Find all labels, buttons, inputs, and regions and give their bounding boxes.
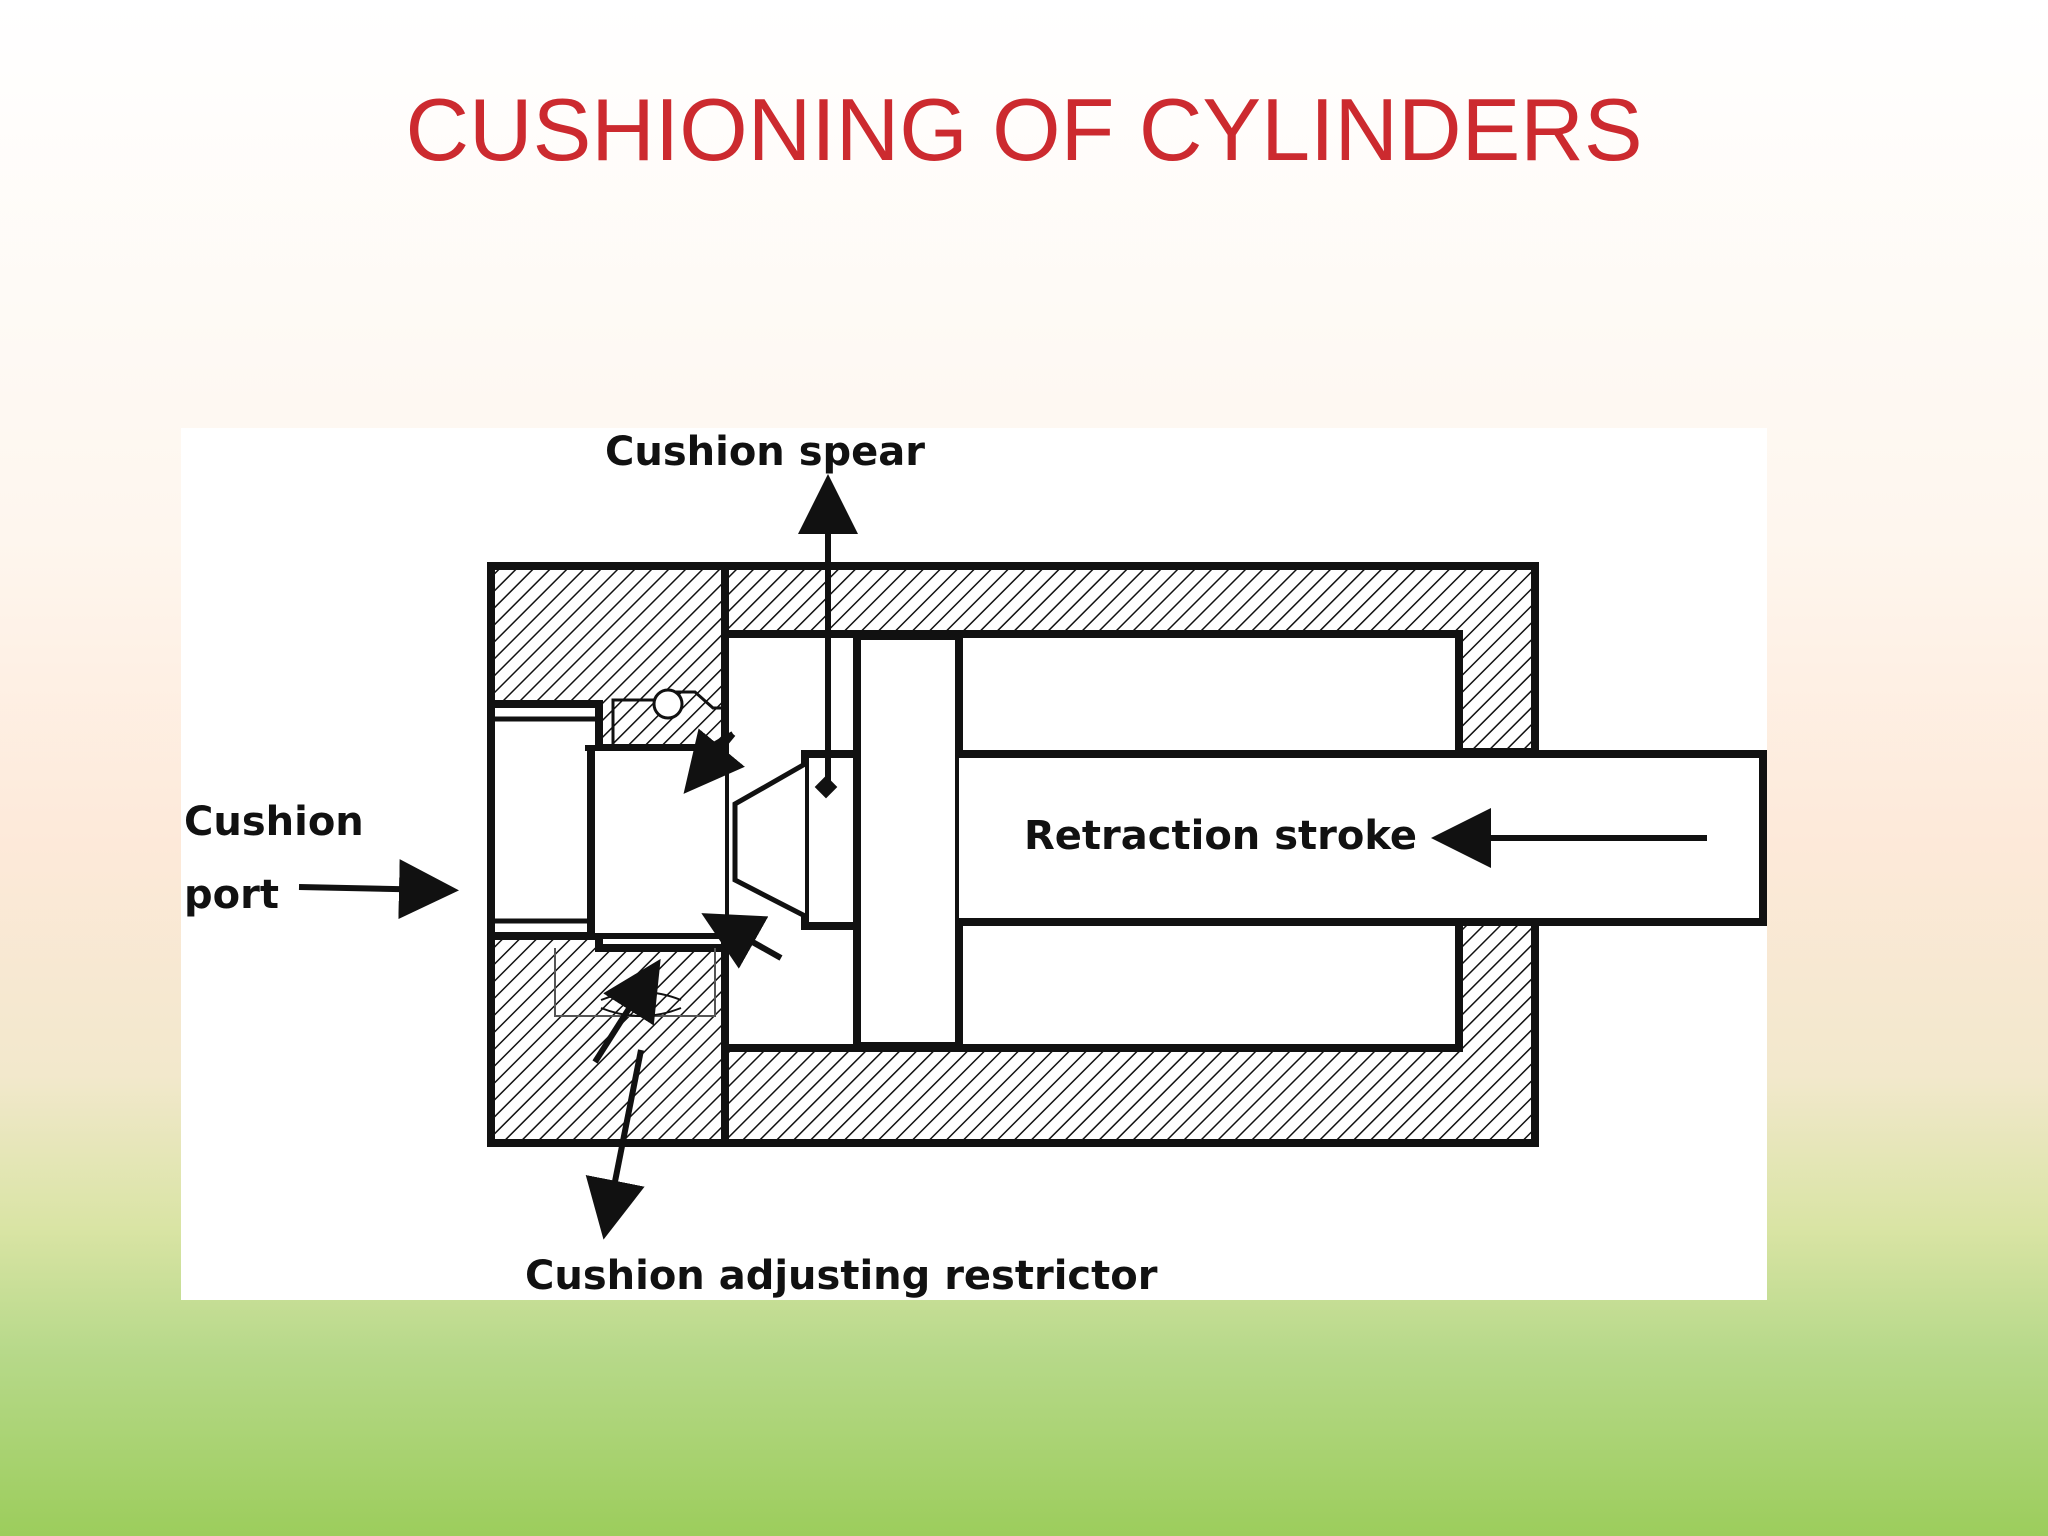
check-valve-ball (652, 688, 684, 720)
spear-marker (814, 775, 838, 799)
flow-arrow-upper (683, 728, 745, 794)
label-retraction-stroke: Retraction stroke (1024, 813, 1417, 859)
cushion-port-arrow (298, 859, 459, 920)
cylinder-cushioning-diagram (298, 474, 1767, 1240)
cushion-chamber (589, 748, 725, 934)
cushion-port-bore (487, 700, 603, 940)
label-cushion-spear: Cushion spear (605, 429, 925, 475)
slide-title: CUSHIONING OF CYLINDERS (405, 80, 1643, 179)
spear-cone (732, 761, 807, 919)
diagram-panel: Cushion spear Cushion port Retraction st… (181, 428, 1767, 1300)
flow-arrow-lower (701, 913, 783, 969)
end-cap (487, 562, 729, 1147)
cushion-spear (732, 750, 861, 930)
piston (853, 632, 963, 1050)
restrictor-arrow-up (592, 958, 661, 1064)
label-cushion-port-line1: Cushion (184, 799, 364, 845)
label-cushion-port-line2: port (184, 872, 279, 918)
label-cushion-adjusting-restrictor: Cushion adjusting restrictor (525, 1253, 1158, 1299)
piston-rod (959, 750, 1767, 926)
restrictor-label-arrow (585, 1049, 645, 1240)
